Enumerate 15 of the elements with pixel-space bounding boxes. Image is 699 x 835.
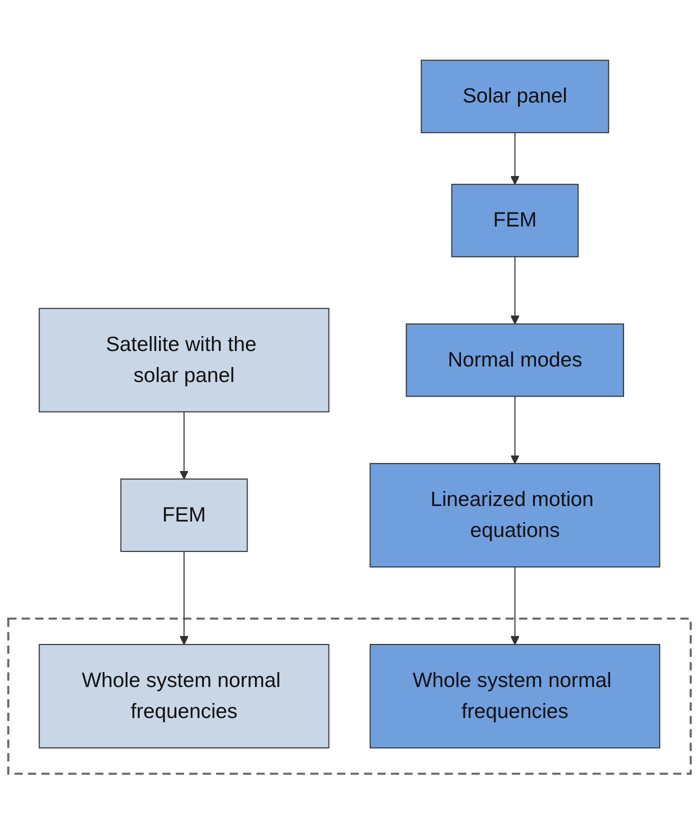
- cluster: [7, 618, 692, 776]
- arrow: [180, 412, 189, 480]
- node-box: Normal modes: [406, 324, 624, 398]
- arrow: [510, 133, 520, 186]
- arrow: [510, 567, 520, 646]
- node-box: Whole system normal frequencies: [370, 644, 660, 749]
- node-box: FEM: [120, 479, 248, 552]
- node-box: FEM: [451, 184, 579, 258]
- arrow: [510, 396, 520, 464]
- node-box: Whole system normal frequencies: [38, 644, 330, 749]
- arrow: [180, 552, 189, 646]
- node-box: Linearized motion equations: [370, 464, 660, 568]
- arrow: [510, 257, 520, 325]
- node-box: Solar panel: [420, 60, 610, 134]
- node-box: Satellite with the solar panel: [38, 308, 330, 413]
